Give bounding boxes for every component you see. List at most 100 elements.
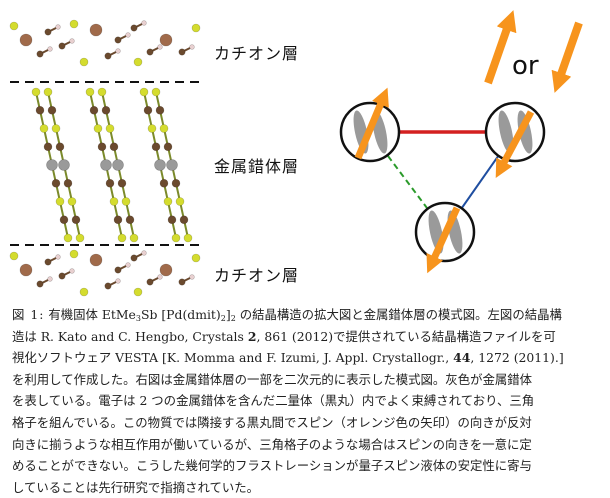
palladium-atom bbox=[154, 159, 166, 171]
sulfur-atom bbox=[55, 197, 65, 206]
hydrogen-atom bbox=[141, 20, 147, 26]
carbon-atom bbox=[146, 48, 154, 56]
volume-number: 44 bbox=[453, 350, 471, 366]
sulfur-atom bbox=[97, 87, 107, 97]
sulfur-atom bbox=[183, 233, 193, 243]
carbon-atom bbox=[44, 258, 52, 266]
sulfur-atom bbox=[139, 87, 149, 97]
cation-layer-top bbox=[9, 19, 201, 67]
sulfur-atom bbox=[117, 233, 127, 243]
carbon-atom bbox=[51, 178, 61, 188]
antimony-atom bbox=[89, 23, 103, 37]
carbon-atom bbox=[43, 142, 53, 152]
sulfur-atom bbox=[147, 124, 157, 133]
hydrogen-atom bbox=[115, 48, 121, 54]
carbon-atom bbox=[97, 142, 107, 152]
carbon-atom bbox=[179, 215, 189, 225]
hydrogen-atom bbox=[125, 262, 131, 268]
caption-line-6: 格子を組んでいる。この物質では隣接する黒丸間でスピン（オレンジ色の矢印）の向きが… bbox=[12, 414, 532, 430]
carbon-atom bbox=[163, 142, 173, 152]
sulfur-atom bbox=[129, 233, 139, 243]
sulfur-atom bbox=[121, 197, 131, 206]
carbon-atom bbox=[159, 178, 169, 188]
carbon-atom bbox=[36, 50, 44, 58]
subscript: 2 bbox=[230, 314, 236, 323]
figure: or カチオン層 金属錯体層 カチオン層 bbox=[9, 10, 583, 297]
carbon-atom bbox=[104, 282, 112, 290]
carbon-atom bbox=[35, 105, 45, 115]
hydrogen-atom bbox=[125, 32, 131, 38]
hydrogen-atom bbox=[115, 278, 121, 284]
carbon-atom bbox=[109, 142, 119, 152]
metal-complex-layer bbox=[31, 87, 193, 243]
or-label: or bbox=[512, 51, 539, 81]
palladium-atom bbox=[58, 159, 70, 171]
carbon-atom bbox=[130, 254, 138, 262]
carbon-atom bbox=[167, 215, 177, 225]
spin-down-arrow-top-right bbox=[495, 110, 535, 179]
spin-down-arrow-legend bbox=[551, 21, 583, 93]
caption-line-1: 図 1: 有機固体 EtMe3Sb [Pd(dmit)2]2 の結晶構造の拡大図… bbox=[12, 304, 600, 326]
cation-layer-bottom bbox=[9, 249, 201, 297]
sulfur-atom bbox=[69, 249, 79, 259]
dimer-lattice-schematic: or bbox=[339, 10, 583, 274]
palladium-atom bbox=[112, 159, 124, 171]
sulfur-atom bbox=[51, 124, 61, 133]
sulfur-atom bbox=[39, 124, 49, 133]
sulfur-atom bbox=[67, 197, 77, 206]
subscript: 2 bbox=[220, 314, 226, 323]
sulfur-atom bbox=[133, 287, 143, 297]
carbon-atom bbox=[130, 24, 138, 32]
cation-layer-label-bottom: カチオン層 bbox=[214, 266, 300, 285]
sulfur-atom bbox=[31, 87, 41, 97]
antimony-atom bbox=[19, 263, 33, 277]
caption-text: 有機固体 EtMe bbox=[48, 307, 136, 322]
carbon-atom bbox=[71, 215, 81, 225]
palladium-atom bbox=[46, 159, 58, 171]
hydrogen-atom bbox=[47, 276, 53, 282]
sulfur-atom bbox=[9, 21, 19, 31]
sulfur-atom bbox=[151, 87, 161, 97]
figure-graphic: or bbox=[9, 10, 583, 297]
hydrogen-atom bbox=[69, 38, 75, 44]
spin-up-arrow-top-left bbox=[354, 87, 389, 160]
caption-line-8: めることができない。こうした幾何学的フラストレーションが量子スピン液体の安定性に… bbox=[12, 458, 532, 474]
sulfur-atom bbox=[69, 19, 79, 29]
hydrogen-atom bbox=[55, 24, 61, 30]
caption-line-3: 視化ソフトウェア VESTA [K. Momma and F. Izumi, J… bbox=[12, 347, 600, 369]
carbon-atom bbox=[113, 215, 123, 225]
caption-line-4: を利用して作成した。右図は金属錯体層の一部を二次元的に表示した模式図。灰色が金属… bbox=[12, 371, 533, 387]
carbon-atom bbox=[143, 105, 153, 115]
caption-label: 図 1: bbox=[12, 307, 45, 322]
cation-layer-label-top: カチオン層 bbox=[214, 44, 300, 63]
spin-up-arrow-legend bbox=[484, 10, 517, 85]
hydrogen-atom bbox=[55, 254, 61, 260]
sulfur-atom bbox=[75, 233, 85, 243]
sulfur-atom bbox=[109, 197, 119, 206]
volume-number: 2 bbox=[247, 328, 257, 344]
hydrogen-atom bbox=[189, 44, 195, 50]
carbon-atom bbox=[125, 215, 135, 225]
carbon-atom bbox=[101, 105, 111, 115]
hydrogen-atom bbox=[157, 274, 163, 280]
sulfur-atom bbox=[93, 124, 103, 133]
sulfur-atom bbox=[191, 23, 201, 33]
carbon-atom bbox=[117, 178, 127, 188]
caption-text: 視化ソフトウェア VESTA [K. Momma and F. Izumi, J… bbox=[12, 350, 454, 366]
caption-line-2: 造は R. Kato and C. Hengbo, Crystals 2, 86… bbox=[12, 326, 600, 348]
sulfur-atom bbox=[175, 197, 185, 206]
hydrogen-atom bbox=[141, 250, 147, 256]
sulfur-atom bbox=[171, 233, 181, 243]
sulfur-atom bbox=[79, 57, 89, 67]
carbon-atom bbox=[44, 28, 52, 36]
figure-caption: 図 1: 有機固体 EtMe3Sb [Pd(dmit)2]2 の結晶構造の拡大図… bbox=[12, 304, 600, 498]
carbon-atom bbox=[58, 272, 66, 280]
caption-text: Sb [Pd(dmit) bbox=[140, 307, 221, 322]
hydrogen-atom bbox=[189, 274, 195, 280]
subscript: 3 bbox=[135, 314, 141, 323]
carbon-atom bbox=[89, 105, 99, 115]
carbon-atom bbox=[36, 280, 44, 288]
sulfur-atom bbox=[79, 287, 89, 297]
sulfur-atom bbox=[133, 57, 143, 67]
palladium-atom bbox=[100, 159, 112, 171]
